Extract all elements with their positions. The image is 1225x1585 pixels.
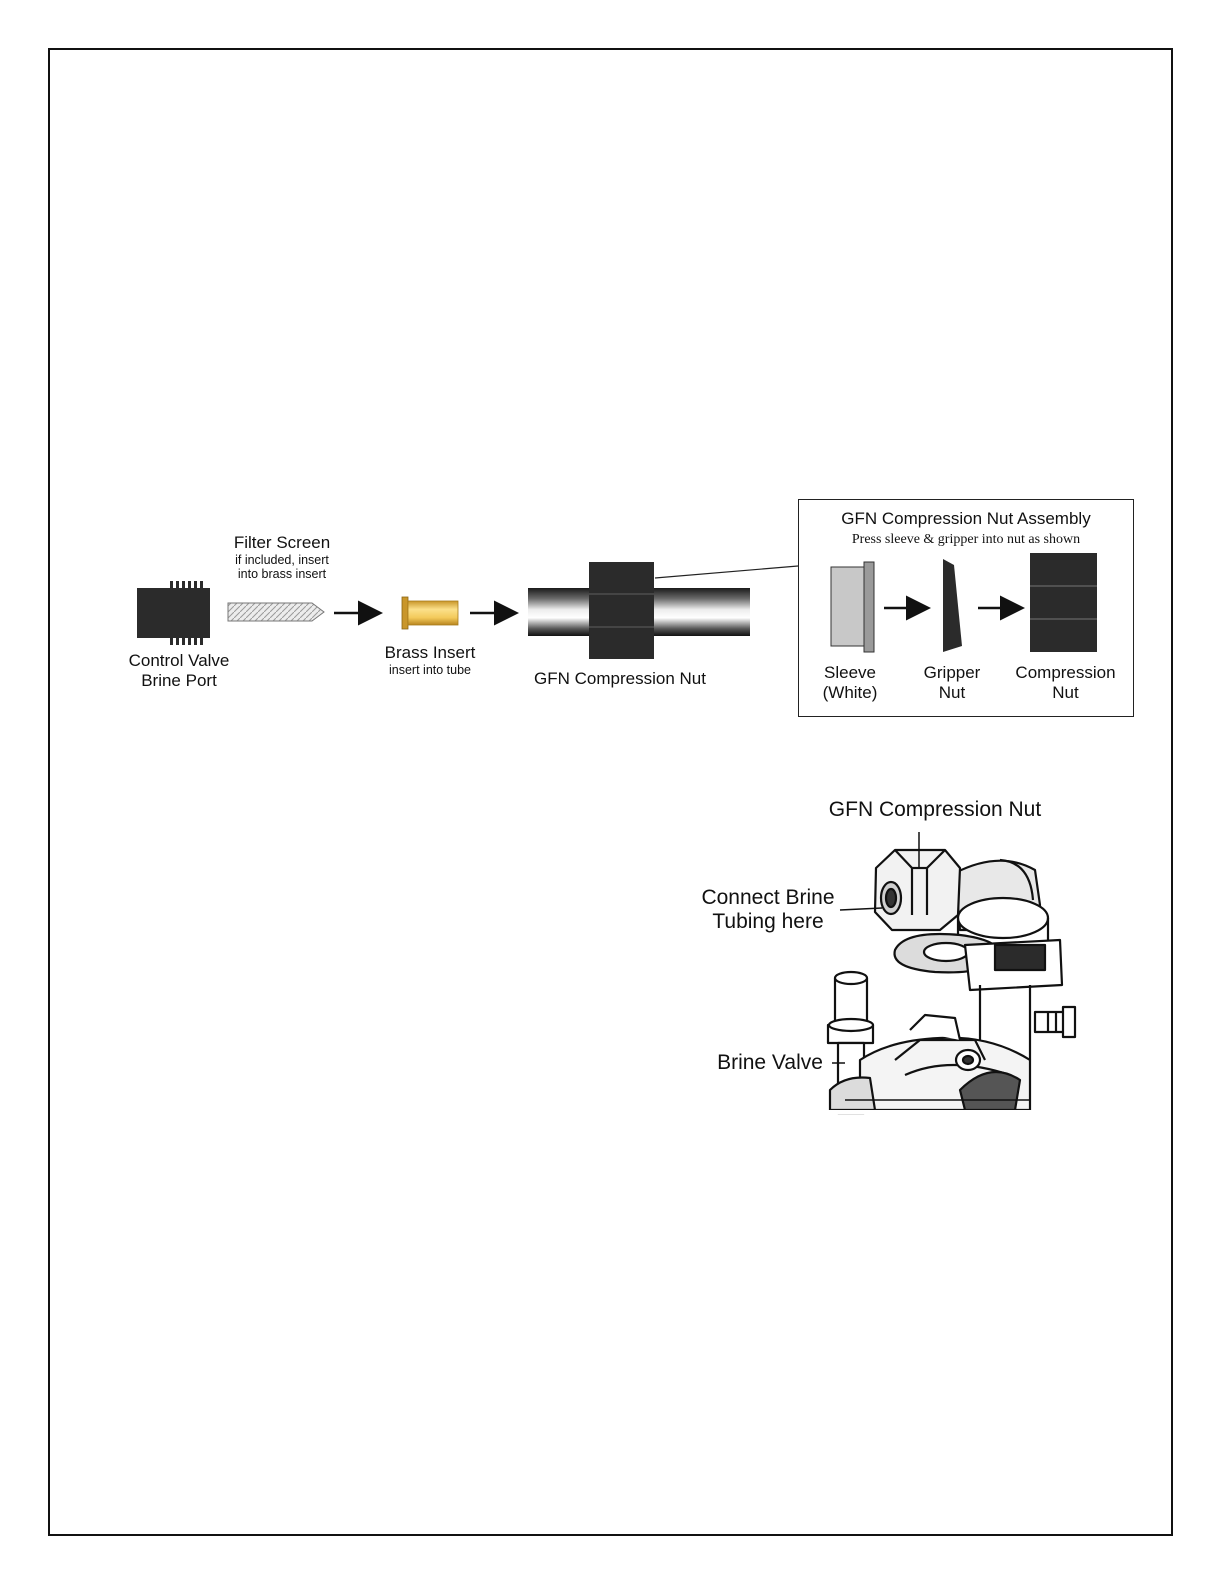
gripper-label: Gripper Nut (902, 663, 1002, 702)
tubing-label-line1: Connect Brine (688, 886, 848, 910)
filter-screen-note-1: if included, insert (212, 553, 352, 567)
gripper-label-line1: Gripper (902, 663, 1002, 683)
compression-label-line1: Compression (1008, 663, 1123, 683)
tube-with-compression-nut (528, 562, 750, 659)
sleeve-label: Sleeve (White) (800, 663, 900, 702)
compression-label: Compression Nut (1008, 663, 1123, 702)
valve-nut-label: GFN Compression Nut (800, 798, 1070, 822)
filter-screen-title: Filter Screen (212, 533, 352, 553)
compression-nut-label: GFN Compression Nut (520, 669, 720, 689)
inset-title: GFN Compression Nut Assembly (798, 509, 1134, 529)
brine-valve-label: Brine Valve (705, 1051, 835, 1075)
sleeve-label-line1: Sleeve (800, 663, 900, 683)
inset-subtitle: Press sleeve & gripper into nut as shown (798, 532, 1134, 548)
filter-screen-label: Filter Screen if included, insert into b… (212, 533, 352, 581)
sleeve-label-line2: (White) (800, 683, 900, 703)
filter-screen-part (228, 603, 324, 621)
compression-label-line2: Nut (1008, 683, 1123, 703)
control-valve-label: Control Valve Brine Port (114, 651, 244, 690)
brass-insert-part (402, 597, 458, 629)
brass-insert-note: insert into tube (370, 663, 490, 677)
brass-insert-title: Brass Insert (370, 643, 490, 663)
tubing-label-line2: Tubing here (688, 910, 848, 934)
control-valve-label-line1: Control Valve (114, 651, 244, 671)
control-valve-brine-port (137, 581, 210, 645)
brine-valve-illustration (828, 850, 1075, 1113)
brass-insert-label: Brass Insert insert into tube (370, 643, 490, 677)
gripper-label-line2: Nut (902, 683, 1002, 703)
filter-screen-note-2: into brass insert (212, 567, 352, 581)
callout-line (655, 566, 798, 578)
tubing-label: Connect Brine Tubing here (688, 886, 848, 934)
control-valve-label-line2: Brine Port (114, 671, 244, 691)
